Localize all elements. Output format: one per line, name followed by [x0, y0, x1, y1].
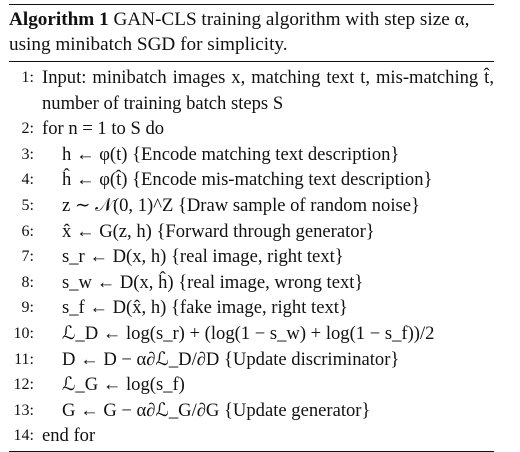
line-number: 3: [21, 145, 34, 163]
line-number: 10: [13, 324, 34, 342]
line-number: 11: [14, 350, 34, 368]
line-text: D ← D − α∂ℒ_D/∂D {Update discriminator} [62, 348, 400, 370]
line-text: ĥ ← φ(t̂) {Encode mis-matching text desc… [62, 169, 433, 191]
line-text: Input: minibatch images x, matching text… [42, 67, 494, 114]
algorithm-line: 10: ℒ_D ← log(s_r) + (log(1 − s_w) + log… [9, 321, 494, 347]
algorithm-line: 14: end for [9, 423, 494, 449]
line-text: h ← φ(t) {Encode matching text descripti… [62, 143, 400, 165]
algorithm-label: Algorithm 1 [9, 9, 109, 30]
line-text: G ← G − α∂ℒ_G/∂G {Update generator} [62, 399, 371, 421]
line-number: 8: [21, 273, 34, 291]
line-text: z ∼ 𝒩(0, 1)^Z {Draw sample of random noi… [62, 194, 420, 216]
line-text: ℒ_D ← log(s_r) + (log(1 − s_w) + log(1 −… [62, 322, 435, 344]
algorithm-line: 8: s_w ← D(x, ĥ) {real image, wrong text… [9, 270, 494, 296]
algorithm-line: 7: s_r ← D(x, h) {real image, right text… [9, 244, 494, 270]
line-number: 13: [13, 401, 34, 419]
algorithm-line: 9: s_f ← D(x̂, h) {fake image, right tex… [9, 295, 494, 321]
algorithm-line: 12: ℒ_G ← log(s_f) [9, 372, 494, 398]
top-rule [9, 4, 494, 5]
line-number: 1: [21, 69, 34, 86]
line-text: for n = 1 to S do [42, 118, 165, 140]
line-text: x̂ ← G(z, h) {Forward through generator} [62, 220, 375, 242]
algorithm-box: Algorithm 1 GAN-CLS training algorithm w… [9, 4, 494, 452]
algorithm-line: 3: h ← φ(t) {Encode matching text descri… [9, 142, 494, 168]
algorithm-line: 13: G ← G − α∂ℒ_G/∂G {Update generator} [9, 398, 494, 424]
line-number: 6: [21, 222, 34, 240]
line-number: 9: [21, 299, 34, 317]
algorithm-line: 2: for n = 1 to S do [9, 116, 494, 142]
algorithm-caption: Algorithm 1 GAN-CLS training algorithm w… [9, 7, 494, 61]
algorithm-line: 11: D ← D − α∂ℒ_D/∂D {Update discriminat… [9, 347, 494, 373]
line-text: s_w ← D(x, ĥ) {real image, wrong text} [62, 271, 364, 293]
line-number: 5: [21, 196, 34, 214]
line-number: 2: [21, 120, 34, 138]
algorithm-line: 5: z ∼ 𝒩(0, 1)^Z {Draw sample of random … [9, 193, 494, 219]
line-number: 12: [13, 376, 34, 394]
algorithm-lines: 1: Input: minibatch images x, matching t… [9, 65, 494, 449]
algorithm-line: 6: x̂ ← G(z, h) {Forward through generat… [9, 219, 494, 245]
algorithm-caption-text: GAN-CLS training algorithm with step siz… [9, 9, 470, 55]
algorithm-line: 4: ĥ ← φ(t̂) {Encode mis-matching text d… [9, 167, 494, 193]
line-text: end for [42, 425, 96, 447]
line-text: ℒ_G ← log(s_f) [62, 374, 185, 396]
line-number: 7: [21, 248, 34, 266]
line-text: s_f ← D(x̂, h) {fake image, right text} [62, 297, 348, 319]
line-text: s_r ← D(x, h) {real image, right text} [62, 246, 344, 268]
caption-rule [9, 61, 494, 62]
line-number: 4: [21, 171, 34, 189]
algorithm-line: 1: Input: minibatch images x, matching t… [9, 65, 494, 116]
line-number: 14: [13, 427, 34, 445]
